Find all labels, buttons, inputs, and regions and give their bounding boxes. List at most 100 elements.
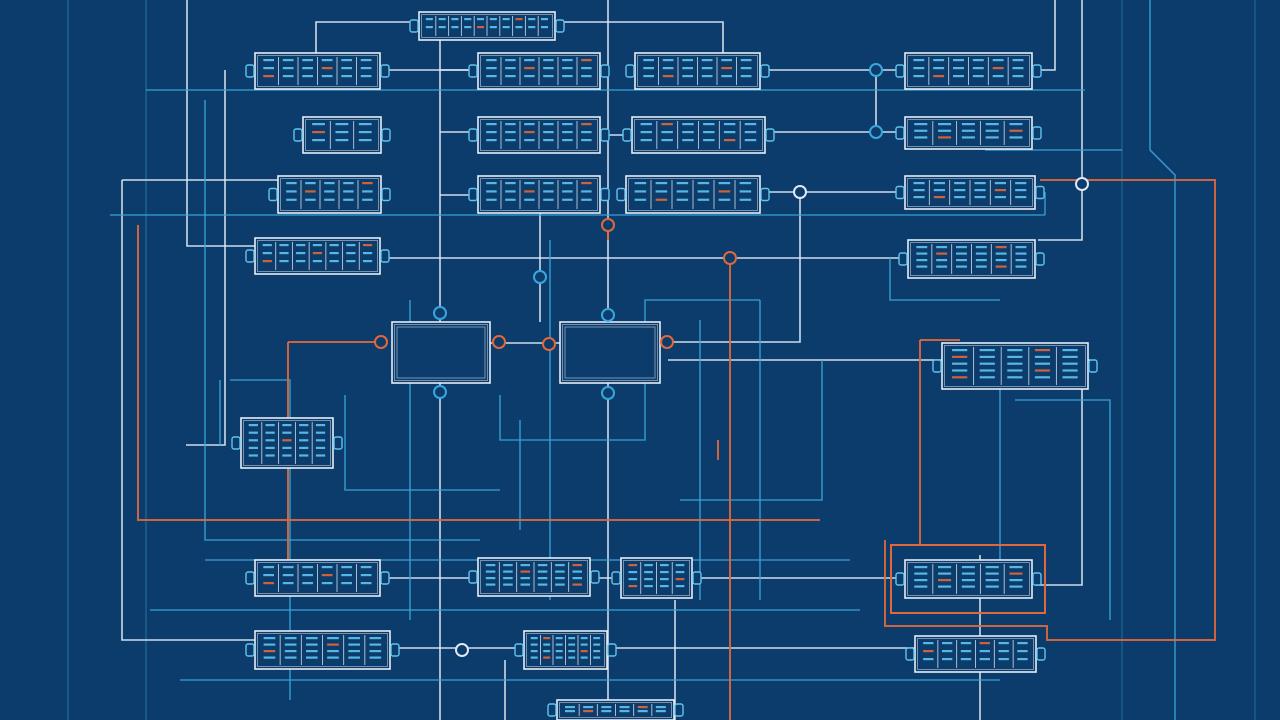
cell-glyph [572,577,583,580]
cell-glyph [1062,362,1078,365]
module-frame [302,116,382,154]
white-wire [555,21,724,53]
cell-glyph [913,189,925,192]
cell-glyph [659,571,669,574]
cell-glyph [358,139,372,142]
cell-glyph [302,75,314,78]
cell-glyph [296,244,306,247]
cell-glyph [438,18,446,21]
processor-core [396,326,486,379]
module-r1-c2 [468,52,610,90]
connector-left [616,187,626,202]
cell-glyph [703,123,715,126]
cell-glyph [543,643,551,646]
cell-glyph [1012,59,1024,62]
cell-glyph [305,190,316,193]
cell-glyph [515,26,523,29]
cell-glyph [335,123,349,126]
cell-glyph [593,656,601,659]
cell-glyph [282,439,292,442]
module-inner-frame [257,240,378,272]
cell-glyph [936,265,948,268]
cell-glyph [960,642,972,645]
cell-glyph [1009,579,1023,582]
white-wire [186,0,255,247]
connector-left [514,643,524,657]
cell-glyph [305,650,318,653]
cell-glyph [682,75,694,78]
cell-glyph [914,136,928,139]
cell-glyph [740,75,752,78]
cell-glyph [985,579,999,582]
cell-glyph [1009,129,1023,132]
cell-glyph [1007,369,1023,372]
cell-glyph [1015,252,1027,255]
cell-glyph [315,446,326,449]
cell-glyph [302,566,314,569]
cell-glyph [961,579,975,582]
cell-glyph [505,190,516,193]
cell-glyph [961,123,975,126]
connector-right [674,703,684,717]
connector-right [1088,359,1098,373]
cell-glyph [640,123,653,126]
cell-glyph [305,643,318,646]
cell-glyph [562,190,573,193]
cell-glyph [979,658,991,661]
cell-glyph [992,67,1004,70]
connector-right [1032,64,1042,78]
cell-glyph [974,189,986,192]
cell-glyph [1062,376,1078,379]
cell-glyph [593,643,601,646]
cell-glyph [914,572,928,575]
cell-glyph [975,259,987,262]
junction-node [601,308,615,322]
cell-glyph [451,18,459,21]
connector-right [607,643,617,657]
connector-right [380,249,390,263]
cell-glyph [643,67,655,70]
cell-glyph [941,642,953,645]
cell-glyph [263,656,276,659]
connector-right [1035,185,1045,200]
cell-glyph [1034,349,1051,352]
cell-glyph [640,131,653,134]
cell-glyph [933,75,945,78]
cell-glyph [913,196,925,199]
junction-node [601,386,615,400]
cell-glyph [593,637,601,640]
cell-glyph [279,252,289,255]
cell-glyph [701,59,713,62]
cell-glyph [262,252,272,255]
cell-glyph [312,252,323,255]
cell-glyph [923,658,934,661]
cell-glyph [503,564,513,567]
cell-glyph [528,26,536,29]
connector-left [625,64,635,78]
cell-glyph [327,643,339,646]
cell-glyph [572,583,583,586]
cell-glyph [505,123,516,126]
cyan-wire [1015,399,1111,620]
module-r6-c2 [514,630,617,670]
module-r1-c1 [245,52,390,90]
cell-glyph [543,656,551,659]
connector-left [895,126,905,140]
module-frame [254,237,381,275]
module-r2-c4 [895,116,1042,150]
cell-glyph [555,577,565,580]
cell-glyph [581,139,592,142]
cell-glyph [503,583,513,586]
cell-glyph [360,574,372,577]
cell-glyph [913,75,925,78]
cell-glyph [744,139,757,142]
cell-glyph [979,376,995,379]
cell-glyph [938,123,952,126]
cell-glyph [995,265,1007,268]
connector-left [547,703,557,717]
cell-glyph [358,123,372,126]
module-r6-c4 [905,635,1046,673]
connector-right [760,187,770,202]
cell-glyph [655,198,668,201]
cell-glyph [248,446,258,449]
